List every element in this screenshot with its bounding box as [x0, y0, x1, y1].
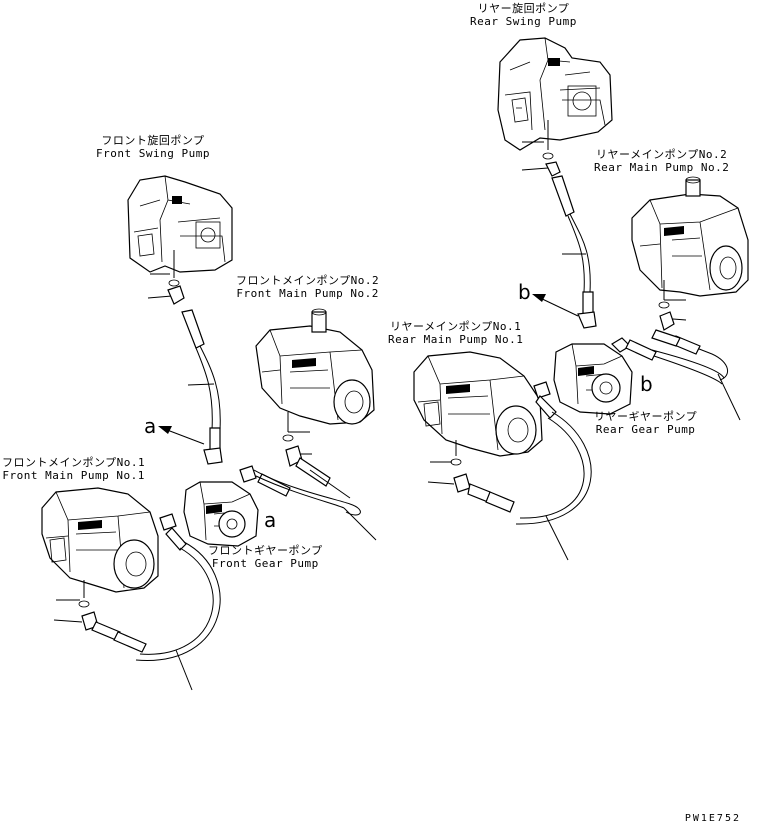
- label-rear-main-pump-1: リヤーメインポンプNo.1 Rear Main Pump No.1: [388, 320, 523, 346]
- label-jp: リヤーギヤーポンプ: [594, 410, 698, 423]
- rear-main-pump-1: [413, 351, 543, 457]
- label-en: Rear Swing Pump: [470, 15, 577, 28]
- label-en: Rear Main Pump No.1: [388, 333, 524, 346]
- callout-b-left: b: [518, 280, 531, 304]
- label-rear-swing-pump: リヤー旋回ポンプ Rear Swing Pump: [470, 2, 577, 28]
- label-en: Front Swing Pump: [96, 147, 210, 160]
- callout-b-right: b: [640, 372, 653, 396]
- front-swing-hose: [181, 309, 223, 465]
- rear-swing-pump: [497, 37, 613, 151]
- callout-a-left: a: [144, 414, 157, 438]
- label-jp: フロントメインポンプNo.1: [2, 456, 146, 469]
- label-front-swing-pump: フロント旋回ポンプ Front Swing Pump: [96, 134, 210, 160]
- front-gear-fittings: [159, 465, 291, 551]
- front-main-pump-2: [255, 308, 375, 425]
- label-jp: リヤーメインポンプNo.2: [596, 148, 728, 161]
- rear-main-2-fitting: [658, 280, 687, 331]
- rear-main-pump-2: [631, 176, 749, 297]
- label-en: Rear Main Pump No.2: [594, 161, 730, 174]
- label-jp: フロント旋回ポンプ: [101, 134, 205, 147]
- front-main-1-fitting: [53, 580, 147, 653]
- rear-main-1-fitting: [427, 440, 515, 513]
- label-rear-main-pump-2: リヤーメインポンプNo.2 Rear Main Pump No.2: [594, 148, 729, 174]
- label-front-gear-pump: フロントギヤーポンプ Front Gear Pump: [208, 544, 323, 570]
- label-en: Rear Gear Pump: [595, 423, 696, 436]
- rear-gear-fittings: [533, 337, 657, 419]
- front-swing-pump: [127, 175, 233, 273]
- rear-swing-fitting: [521, 120, 561, 177]
- label-jp: フロントメインポンプNo.2: [236, 274, 380, 287]
- front-main-pump-1: [41, 487, 159, 593]
- rear-gear-pump: [553, 343, 633, 415]
- callout-arrow-a: [158, 426, 205, 445]
- front-main-2-fitting: [282, 412, 331, 487]
- label-en: Front Gear Pump: [211, 557, 319, 570]
- label-front-main-pump-1: フロントメインポンプNo.1 Front Main Pump No.1: [2, 456, 145, 482]
- label-jp: リヤー旋回ポンプ: [477, 2, 570, 15]
- label-en: Front Main Pump No.1: [2, 469, 145, 482]
- rear-gear-hoses: [515, 329, 741, 561]
- rear-swing-hose: [551, 175, 597, 329]
- label-en: Front Main Pump No.2: [236, 287, 379, 300]
- label-jp: リヤーメインポンプNo.1: [390, 320, 522, 333]
- callout-a-right: a: [264, 508, 277, 532]
- label-jp: フロントギヤーポンプ: [208, 544, 323, 557]
- front-gear-pump: [183, 481, 259, 547]
- label-rear-gear-pump: リヤーギヤーポンプ Rear Gear Pump: [594, 410, 697, 436]
- callout-arrow-b: [532, 294, 579, 317]
- label-front-main-pump-2: フロントメインポンプNo.2 Front Main Pump No.2: [236, 274, 379, 300]
- drawing-code: PW1E752: [684, 813, 741, 824]
- front-swing-fitting: [147, 250, 185, 305]
- front-gear-hoses: [135, 469, 377, 691]
